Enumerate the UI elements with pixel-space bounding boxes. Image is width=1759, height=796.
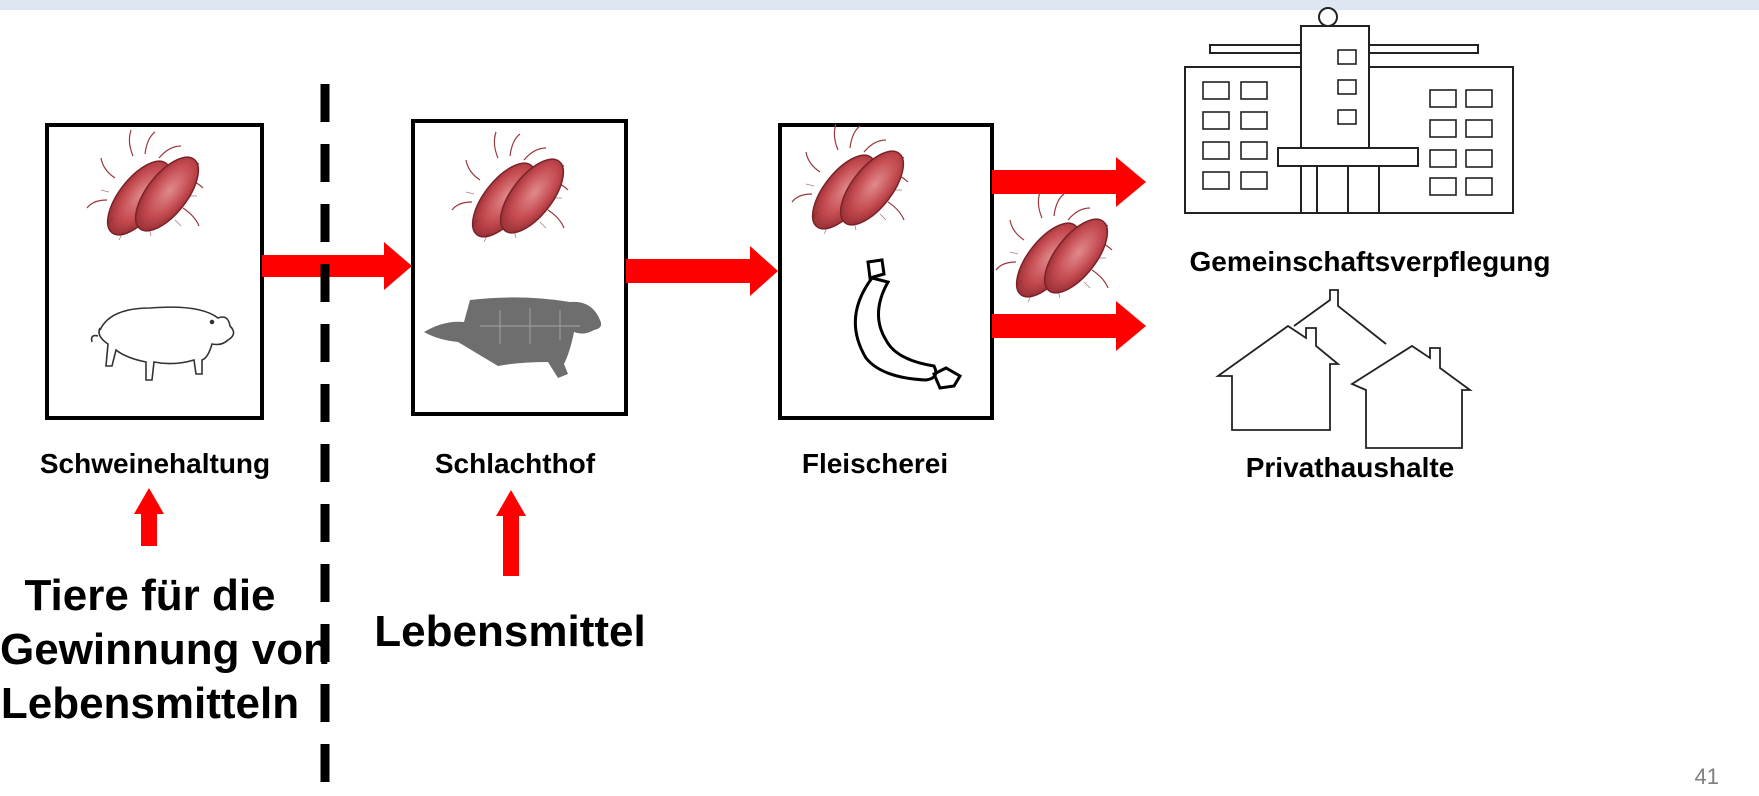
- category-animals-line-2: Gewinnung von: [0, 623, 300, 677]
- arrow-pig-to-slaughter: [262, 242, 412, 290]
- stage-label-schlachthof: Schlachthof: [390, 448, 640, 480]
- arrow-slaughter-to-butcher: [626, 246, 778, 296]
- arrow-up-animals: [134, 488, 164, 546]
- arrow-to-catering: [992, 157, 1146, 207]
- destination-label-households: Privathaushalte: [1200, 452, 1500, 484]
- page-number: 41: [1695, 764, 1719, 790]
- building-icon: [1185, 8, 1513, 213]
- stage-label-fleischerei: Fleischerei: [750, 448, 1000, 480]
- category-food: Lebensmittel: [360, 605, 660, 659]
- bacteria-icon: [996, 192, 1119, 307]
- category-animals-line-1: Tiere für die: [0, 569, 300, 623]
- category-animals: Tiere für die Gewinnung von Lebensmittel…: [0, 569, 300, 731]
- arrow-to-households: [992, 301, 1146, 351]
- arrow-up-food: [496, 490, 526, 576]
- stage-label-schweinehaltung: Schweinehaltung: [30, 448, 280, 480]
- destination-label-catering: Gemeinschaftsverpflegung: [1180, 246, 1560, 278]
- houses-icon: [1218, 290, 1470, 448]
- category-animals-line-3: Lebensmitteln: [0, 677, 300, 731]
